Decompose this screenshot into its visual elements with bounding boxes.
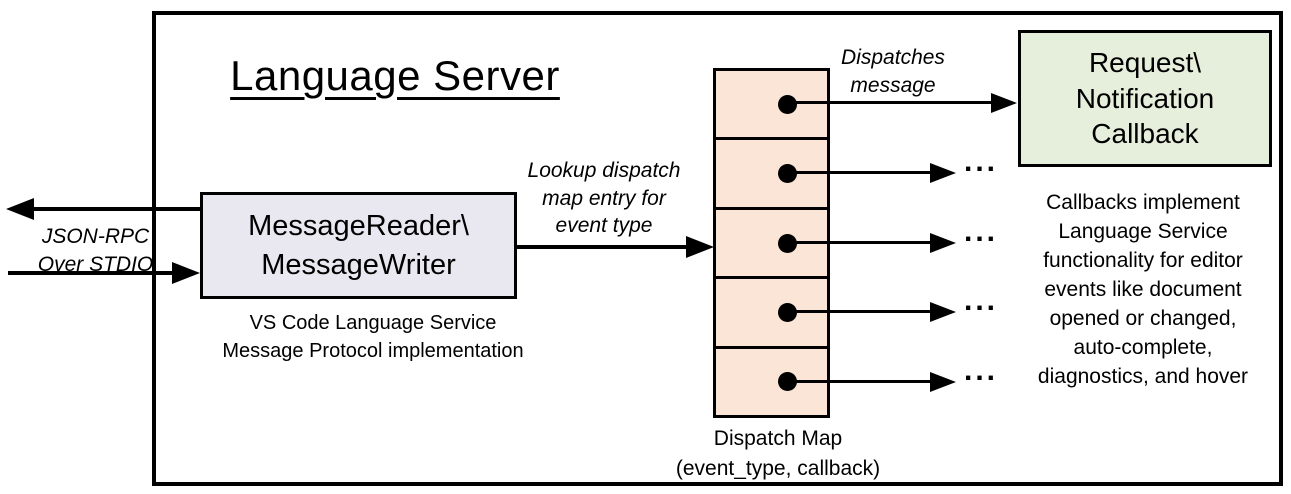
callback-box-label: Request\ Notification Callback xyxy=(1075,46,1215,150)
dispatch-arrow-line xyxy=(788,241,932,244)
io-protocol-label: JSON-RPC Over STDIO xyxy=(37,225,154,276)
dispatch-map-entry xyxy=(716,71,827,138)
dispatch-map-entry xyxy=(716,276,827,346)
ellipsis-icon: ... xyxy=(964,215,999,248)
dispatch-arrowhead-icon xyxy=(991,93,1017,113)
dispatch-arrow-line xyxy=(788,380,932,383)
lookup-arrowhead-icon xyxy=(686,236,714,258)
ellipsis-icon: ... xyxy=(964,145,999,178)
dispatch-arrowhead-icon xyxy=(930,163,956,183)
ellipsis-icon: ... xyxy=(964,354,999,387)
dispatch-arrow-line xyxy=(788,171,932,174)
dispatch-arrowhead-icon xyxy=(930,372,956,392)
entry-dot-icon xyxy=(778,302,797,322)
request-notification-callback-box: Request\ Notification Callback xyxy=(1018,30,1272,167)
inbound-arrow-line xyxy=(8,271,176,275)
message-reader-writer-box: MessageReader\ MessageWriter xyxy=(200,192,517,299)
dispatch-arrowhead-icon xyxy=(930,233,956,253)
entry-dot-icon xyxy=(778,164,797,184)
dispatch-arrowhead-icon xyxy=(930,302,956,322)
outbound-arrow-line xyxy=(24,207,200,211)
entry-dot-icon xyxy=(778,372,797,392)
message-reader-writer-label: MessageReader\ MessageWriter xyxy=(248,210,469,281)
callbacks-note: Callbacks implement Language Service fun… xyxy=(1037,191,1249,388)
lookup-arrow-line xyxy=(517,245,689,249)
outbound-arrowhead-icon xyxy=(6,198,34,220)
message-box-caption: VS Code Language Service Message Protoco… xyxy=(222,312,524,363)
dispatch-map-caption: Dispatch Map (event_type, callback) xyxy=(675,427,881,480)
diagram-title: Language Server xyxy=(230,52,560,99)
ellipsis-icon: ... xyxy=(964,284,999,317)
inbound-arrowhead-icon xyxy=(172,262,200,284)
entry-dot-icon xyxy=(778,94,797,114)
dispatch-arrow-line xyxy=(788,310,932,313)
lookup-label: Lookup dispatch map entry for event type xyxy=(527,159,681,238)
dispatches-message-label: Dispatches message xyxy=(841,46,945,97)
entry-dot-icon xyxy=(778,233,797,253)
dispatch-arrow-line xyxy=(788,101,992,104)
